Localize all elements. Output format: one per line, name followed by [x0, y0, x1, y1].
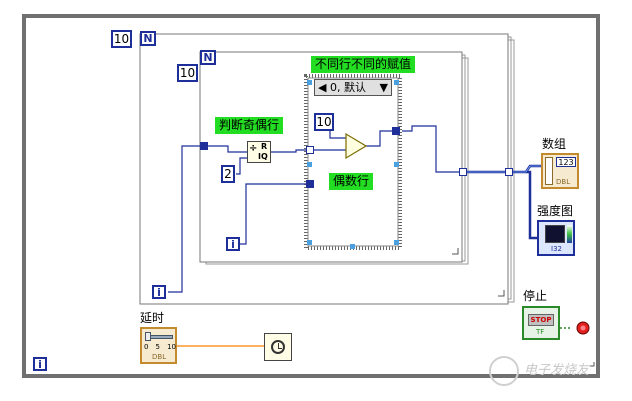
array-type: DBL [556, 178, 571, 186]
watermark-text: 电子发烧友 [524, 363, 590, 378]
inner-count-terminal[interactable]: N [200, 50, 216, 65]
stop-type: TF [536, 328, 545, 336]
array-label: 数组 [542, 137, 567, 151]
outer-loop-output-tunnel[interactable] [505, 168, 513, 176]
watch-icon [271, 340, 285, 354]
wait-ms-function[interactable] [264, 333, 292, 361]
divisor-constant[interactable]: 2 [221, 165, 235, 183]
slider-thumb-icon [145, 332, 151, 341]
case-selector-tunnel[interactable] [306, 146, 314, 154]
compare-constant[interactable]: 10 [314, 113, 334, 131]
stop-button-icon: STOP [528, 314, 554, 326]
delay-control-terminal[interactable]: 0 5 10 DBL [140, 327, 177, 364]
divide-icon: ÷ [249, 143, 258, 154]
inner-loop-output-tunnel[interactable] [459, 168, 467, 176]
stop-button-terminal[interactable]: STOP TF [522, 306, 560, 340]
watermark-logo-icon [489, 356, 519, 386]
intensity-graph-terminal[interactable]: I32 [537, 220, 575, 256]
delay-label: 延时 [140, 311, 165, 325]
case-selector[interactable]: ◀ 0, 默认 ▼ [314, 79, 392, 96]
case-title-label: 不同行不同的赋值 [311, 56, 416, 73]
outer-iteration-terminal[interactable]: i [152, 285, 166, 299]
array-element-display: 123 [556, 157, 576, 167]
case-input-tunnel[interactable] [306, 180, 314, 188]
case-dropdown-icon[interactable]: ▼ [379, 81, 388, 94]
case-structure-frame [304, 74, 402, 250]
parity-label: 判断奇偶行 [215, 117, 284, 134]
delay-tick-5: 5 [155, 343, 160, 351]
even-row-label: 偶数行 [329, 173, 374, 190]
delay-type: DBL [152, 353, 167, 361]
inner-loop-input-tunnel[interactable] [200, 142, 208, 150]
color-scale-icon [567, 225, 572, 243]
case-selector-value: 0, 默认 [329, 81, 366, 94]
array-indicator-terminal[interactable]: 123 DBL [541, 153, 579, 189]
inner-count-constant[interactable]: 10 [177, 64, 198, 82]
graph-type: I32 [551, 245, 562, 253]
outer-count-constant[interactable]: 10 [111, 30, 132, 48]
inner-iteration-terminal[interactable]: i [226, 237, 240, 251]
while-loop-iteration-terminal[interactable]: i [33, 357, 47, 371]
outer-count-terminal[interactable]: N [140, 31, 156, 46]
quotient-remainder-node[interactable]: ÷ R IQ [247, 141, 271, 163]
compare-node [345, 132, 368, 160]
case-prev-arrow-icon[interactable]: ◀ [318, 81, 327, 94]
delay-tick-10: 10 [167, 343, 176, 351]
case-output-tunnel[interactable] [392, 127, 400, 135]
delay-tick-0: 0 [144, 343, 149, 351]
while-loop-frame [22, 14, 600, 378]
array-index-icon [545, 157, 553, 185]
stop-label: 停止 [523, 289, 548, 303]
graph-icon [545, 225, 565, 243]
graph-label: 强度图 [537, 204, 574, 218]
